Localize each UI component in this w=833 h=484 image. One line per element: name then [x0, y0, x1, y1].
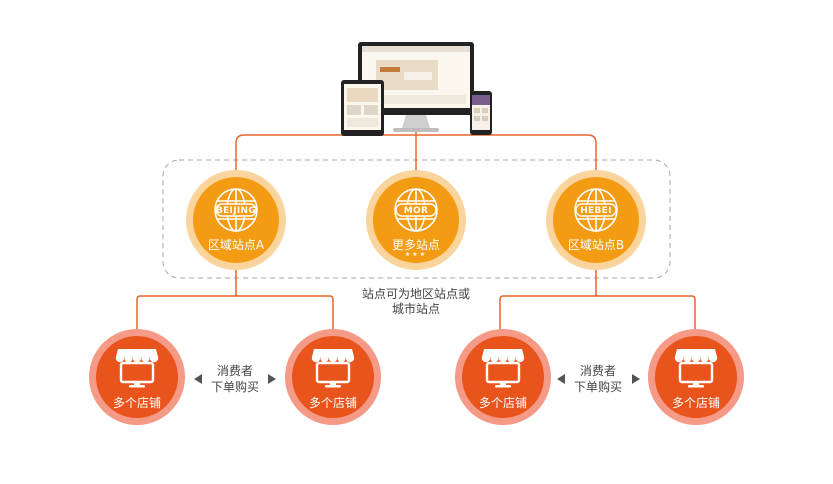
hub-tag-pill [215, 203, 257, 217]
top-connectors [136, 118, 696, 330]
hub-tag-mor: MOR [403, 206, 429, 216]
smartphone-icon [470, 91, 492, 135]
hub-tag-pill [395, 203, 437, 217]
store-label-4: 多个店铺 [671, 396, 720, 410]
site-hub-2 [366, 170, 466, 270]
tablet-icon [341, 80, 384, 136]
storefront-icon [481, 349, 525, 388]
site-hub-1 [186, 170, 286, 270]
arrow-left-icon [194, 374, 202, 384]
hub-label-more: 更多站点 [391, 238, 440, 252]
hub-label-b: 区域站点B [567, 238, 625, 252]
store-node-1 [89, 329, 185, 425]
storefront-icon [115, 349, 159, 388]
region-note-line1: 站点可为地区站点或 [361, 287, 470, 301]
store-node-3 [455, 329, 551, 425]
store-node-2 [285, 329, 381, 425]
consumer-note-left-line1: 消费者 [216, 364, 253, 378]
consumer-note-right-line2: 下单购买 [573, 380, 622, 394]
consumer-note-left-line2: 下单购买 [210, 380, 259, 394]
hub-tag-pill [575, 203, 617, 217]
exchange-arrows [194, 374, 640, 384]
globe-icon [214, 188, 258, 232]
more-sites-stars: ★★★ [404, 251, 428, 258]
store-label-1: 多个店铺 [112, 396, 161, 410]
hub-tag-hebei: HEBEI [580, 206, 612, 216]
hub-tag-beijing: BEIJING [215, 206, 257, 216]
storefront-icon [674, 349, 718, 388]
arrow-left-icon [557, 374, 565, 384]
consumer-note-right-line1: 消费者 [579, 364, 616, 378]
hub-label-a: 区域站点A [207, 238, 265, 252]
device-mockups [341, 42, 492, 136]
store-label-2: 多个店铺 [308, 396, 357, 410]
store-node-4 [648, 329, 744, 425]
storefront-icon [311, 349, 355, 388]
store-label-3: 多个店铺 [478, 396, 527, 410]
arrow-right-icon [268, 374, 276, 384]
site-hub-3 [546, 170, 646, 270]
arrow-right-icon [632, 374, 640, 384]
region-note-line2: 城市站点 [391, 302, 440, 316]
